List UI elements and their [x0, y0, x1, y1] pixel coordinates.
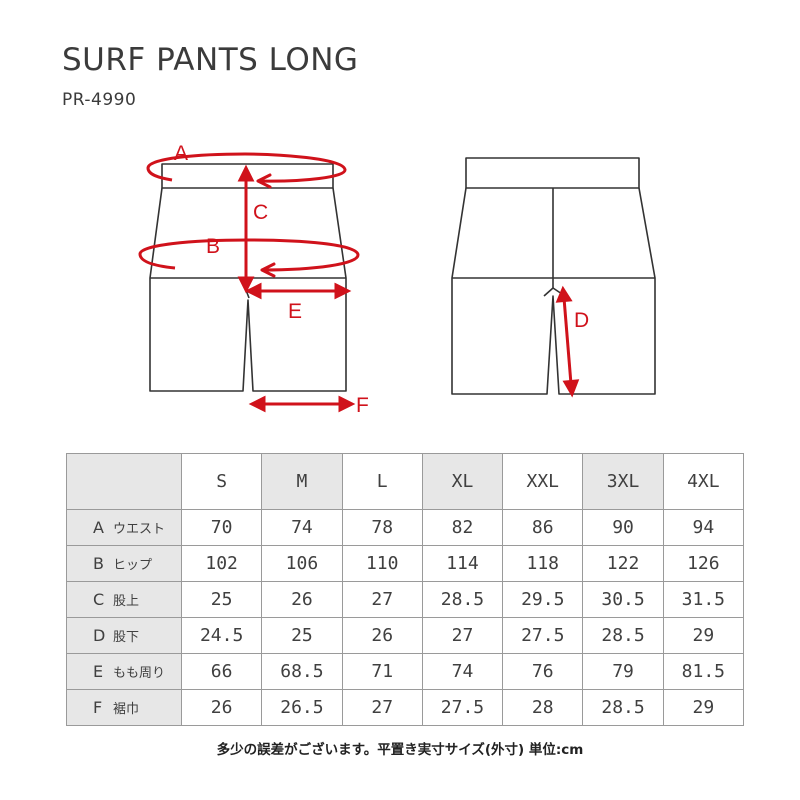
measurement-note: 多少の誤差がございます。平置き実寸サイズ(外寸) 単位:cm [216, 742, 584, 758]
table-cell: 26 [180, 689, 263, 726]
table-cell: 29 [662, 689, 745, 726]
table-cell: 78 [341, 509, 423, 546]
size-header: 3XL [582, 453, 664, 510]
row-header: C 股上 [66, 581, 182, 618]
table-cell: 66 [180, 653, 263, 690]
row-header: A ウエスト [66, 509, 182, 546]
size-header: L [341, 453, 423, 510]
table-cell: 118 [502, 545, 584, 582]
table-cell: 26 [341, 617, 423, 654]
table-cell: 31.5 [662, 581, 745, 618]
table-cell: 79 [582, 653, 664, 690]
measure-d-inseam [555, 285, 580, 398]
label-b: B [206, 235, 220, 258]
table-cell: 70 [180, 509, 263, 546]
table-cell: 106 [261, 545, 343, 582]
table-cell: 28.5 [582, 689, 664, 726]
table-cell: 74 [261, 509, 343, 546]
table-cell: 110 [341, 545, 423, 582]
measure-a-waist [146, 152, 347, 189]
table-cell: 74 [421, 653, 504, 690]
row-letter: F [93, 698, 103, 717]
size-header-row: S M L XL XXL 3XL 4XL [66, 453, 745, 510]
table-cell: 28.5 [421, 581, 504, 618]
row-name: ウエスト [113, 522, 166, 537]
row-name: 股上 [113, 594, 140, 609]
product-code: PR-4990 [62, 90, 137, 110]
size-header: 4XL [662, 453, 745, 510]
row-header: E もも周り [66, 653, 182, 690]
label-d: D [574, 309, 589, 332]
table-cell: 26.5 [261, 689, 343, 726]
table-cell: 27 [341, 689, 423, 726]
table-cell: 28 [502, 689, 584, 726]
table-cell: 27 [421, 617, 504, 654]
back-pants-outline [451, 157, 656, 395]
table-cell: 82 [421, 509, 504, 546]
size-table: S M L XL XXL 3XL 4XL A ウエスト 70 74 78 82 8… [66, 453, 745, 726]
table-cell: 122 [582, 545, 664, 582]
row-header: D 股下 [66, 617, 182, 654]
table-cell: 28.5 [582, 617, 664, 654]
measure-e-thigh [244, 282, 352, 300]
row-header: F 裾巾 [66, 689, 182, 726]
row-letter: E [93, 662, 104, 681]
row-letter: B [93, 554, 104, 573]
row-letter: C [93, 590, 105, 609]
label-f: F [356, 394, 369, 417]
table-row: C 股上 25 26 27 28.5 29.5 30.5 31.5 [66, 581, 745, 618]
table-row: E もも周り 66 68.5 71 74 76 79 81.5 [66, 653, 745, 690]
label-e: E [288, 300, 302, 323]
measurement-diagram: A B C D E F [138, 142, 656, 417]
size-header: XL [421, 453, 504, 510]
row-name: ヒップ [113, 558, 153, 573]
table-cell: 25 [261, 617, 343, 654]
table-cell: 27.5 [421, 689, 504, 726]
table-cell: 68.5 [261, 653, 343, 690]
label-a: A [174, 142, 188, 165]
table-cell: 26 [261, 581, 343, 618]
row-letter: D [93, 626, 106, 645]
table-cell: 24.5 [180, 617, 263, 654]
row-name: 裾巾 [113, 702, 140, 717]
measure-b-hip [138, 238, 360, 278]
table-cell: 90 [582, 509, 664, 546]
row-letter: A [93, 518, 104, 537]
row-header: B ヒップ [66, 545, 182, 582]
row-name: もも周り [113, 666, 166, 681]
table-cell: 81.5 [662, 653, 745, 690]
row-name: 股下 [113, 630, 140, 645]
table-cell: 30.5 [582, 581, 664, 618]
table-cell: 76 [502, 653, 584, 690]
table-corner [66, 453, 182, 510]
table-cell: 29.5 [502, 581, 584, 618]
table-row: D 股下 24.5 25 26 27 27.5 28.5 29 [66, 617, 745, 654]
measure-f-hem [248, 395, 356, 413]
measure-c-rise [237, 164, 255, 294]
table-cell: 27.5 [502, 617, 584, 654]
table-row: B ヒップ 102 106 110 114 118 122 126 [66, 545, 745, 582]
table-cell: 29 [662, 617, 745, 654]
table-cell: 126 [662, 545, 745, 582]
size-header: M [261, 453, 343, 510]
table-row: A ウエスト 70 74 78 82 86 90 94 [66, 509, 745, 546]
size-header: S [180, 453, 263, 510]
table-cell: 27 [341, 581, 423, 618]
table-cell: 114 [421, 545, 504, 582]
table-cell: 25 [180, 581, 263, 618]
table-cell: 71 [341, 653, 423, 690]
table-cell: 94 [662, 509, 745, 546]
table-row: F 裾巾 26 26.5 27 27.5 28 28.5 29 [66, 689, 745, 726]
table-cell: 86 [502, 509, 584, 546]
size-header: XXL [502, 453, 584, 510]
product-title: SURF PANTS LONG [62, 42, 359, 78]
label-c: C [253, 201, 268, 224]
table-cell: 102 [180, 545, 263, 582]
